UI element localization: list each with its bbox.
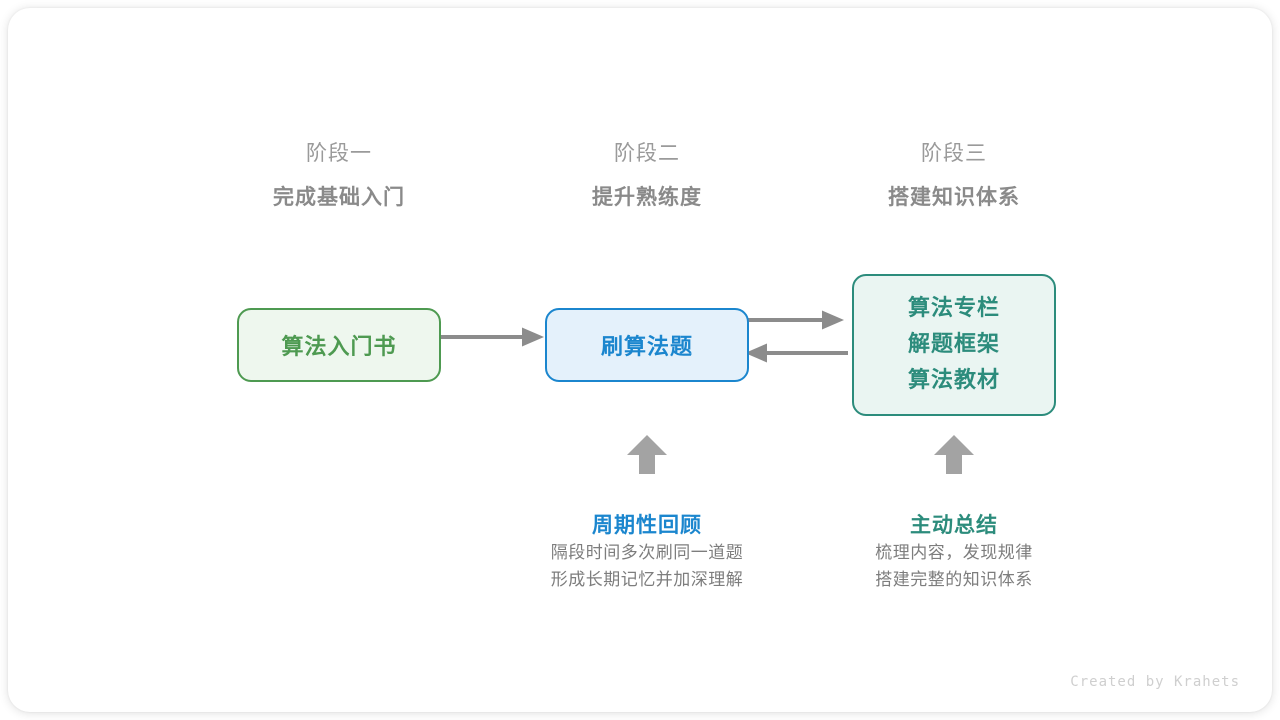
note-periodic-review-desc-line-2: 形成长期记忆并加深理解	[550, 570, 744, 590]
note-periodic-review-desc-line-1: 隔段时间多次刷同一道题	[550, 543, 744, 563]
node-practice-problems-label: 刷算法题	[600, 335, 693, 360]
note-active-summary: 主动总结 梳理内容，发现规律 搭建完整的知识体系	[804, 510, 1104, 594]
note-periodic-review-title: 周期性回顾	[592, 513, 702, 537]
node-knowledge-resources[interactable]: 算法专栏 解题框架 算法教材	[852, 274, 1056, 416]
node-resources-line-3: 算法教材	[907, 368, 1000, 393]
credit-label: Created by Krahets	[1070, 674, 1240, 690]
diagram-card: 阶段一 完成基础入门 阶段二 提升熟练度 阶段三 搭建知识体系	[8, 8, 1272, 712]
note-periodic-review: 周期性回顾 隔段时间多次刷同一道题 形成长期记忆并加深理解	[497, 510, 797, 594]
stage-header-1: 阶段一 完成基础入门	[209, 138, 469, 212]
node-algorithm-book[interactable]: 算法入门书	[237, 308, 441, 382]
arrow-resources-to-practice	[745, 343, 848, 363]
arrow-summary-up-icon	[934, 435, 974, 474]
stage-title-2: 提升熟练度	[592, 185, 702, 209]
arrow-practice-to-resources	[741, 310, 844, 330]
note-periodic-review-desc: 隔段时间多次刷同一道题 形成长期记忆并加深理解	[497, 540, 797, 594]
node-resources-line-1: 算法专栏	[907, 296, 1000, 321]
note-active-summary-desc-line-1: 梳理内容，发现规律	[875, 543, 1033, 563]
stage-header-3: 阶段三 搭建知识体系	[824, 138, 1084, 212]
arrow-review-up-icon	[627, 435, 667, 474]
stage-number-2: 阶段二	[614, 141, 680, 165]
stage-title-3: 搭建知识体系	[888, 185, 1020, 209]
note-active-summary-desc: 梳理内容，发现规律 搭建完整的知识体系	[804, 540, 1104, 594]
stage-number-1: 阶段一	[306, 141, 372, 165]
note-active-summary-title: 主动总结	[910, 513, 998, 537]
arrow-book-to-practice	[433, 327, 544, 347]
stage-title-1: 完成基础入门	[273, 185, 405, 209]
stage-number-3: 阶段三	[921, 141, 987, 165]
node-practice-problems[interactable]: 刷算法题	[545, 308, 749, 382]
note-active-summary-desc-line-2: 搭建完整的知识体系	[875, 570, 1033, 590]
node-algorithm-book-label: 算法入门书	[281, 335, 397, 360]
node-resources-line-2: 解题框架	[907, 332, 1000, 357]
stage-header-2: 阶段二 提升熟练度	[517, 138, 777, 212]
